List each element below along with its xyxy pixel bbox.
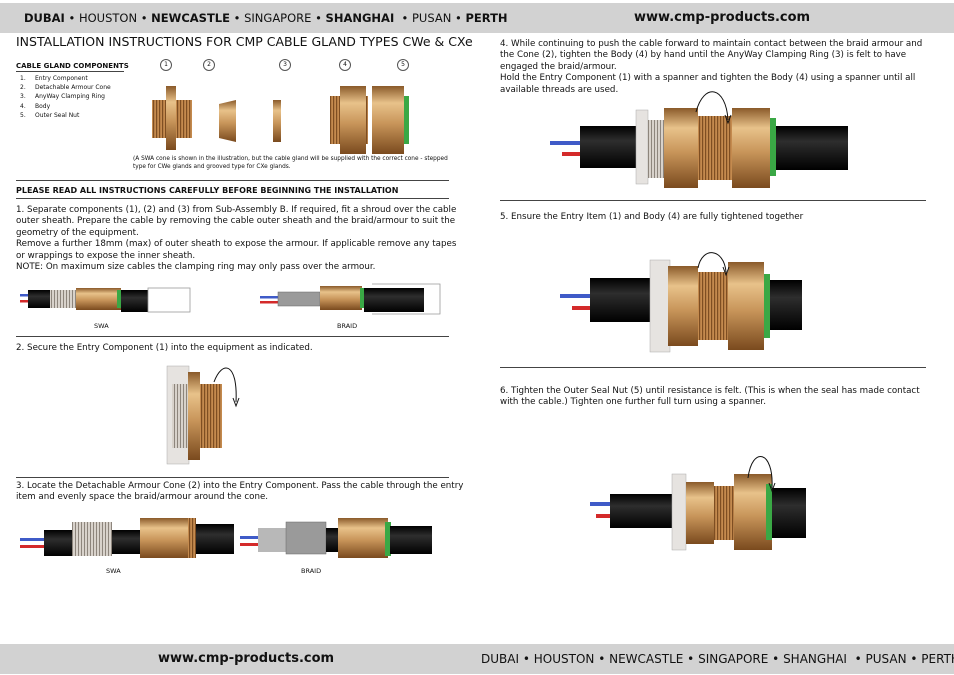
step-2-text: 2. Secure the Entry Component (1) into t… — [16, 343, 313, 353]
component-note: (A SWA cone is shown in the illustration… — [133, 156, 448, 170]
section-rule — [16, 477, 449, 478]
header-bar — [0, 3, 954, 33]
caption-swa: SWA — [106, 567, 121, 575]
footer-url-link[interactable]: www.cmp-products.com — [158, 651, 335, 666]
section-rule — [16, 336, 449, 337]
step-3-text: 3. Locate the Detachable Armour Cone (2)… — [16, 481, 464, 503]
caption-braid: BRAID — [301, 567, 322, 575]
footer-bar — [0, 644, 954, 674]
clamping-ring-shape — [273, 100, 281, 142]
warning-text: PLEASE READ ALL INSTRUCTIONS CAREFULLY B… — [16, 186, 399, 195]
rotation-arrow-icon — [697, 252, 727, 273]
list-item: 1.Entry Component — [20, 75, 88, 82]
list-item: 5.Outer Seal Nut — [20, 111, 80, 119]
rotation-arrow-icon — [213, 367, 237, 403]
list-item: 4.Body — [20, 102, 51, 110]
armour-cone-shape — [219, 100, 236, 142]
list-item: 3.AnyWay Clamping Ring — [20, 93, 105, 101]
component-marker-5: 5 — [397, 59, 409, 71]
components-heading: CABLE GLAND COMPONENTS — [16, 62, 129, 70]
header-url-link[interactable]: www.cmp-products.com — [634, 10, 811, 25]
entry-component-shape — [152, 100, 166, 138]
component-marker-1: 1 — [160, 59, 172, 71]
step-1-text: 1. Separate components (1), (2) and (3) … — [16, 205, 457, 273]
component-marker-3: 3 — [279, 59, 291, 71]
step-5-text: 5. Ensure the Entry Item (1) and Body (4… — [500, 212, 804, 222]
footer-cities: DUBAI • HOUSTON • NEWCASTLE • SINGAPORE … — [481, 652, 954, 666]
rotation-arrow-icon — [747, 456, 773, 489]
section-rule — [16, 198, 449, 199]
section-rule — [16, 180, 449, 181]
section-rule — [500, 200, 926, 201]
components-list: 1.Entry Component 2.Detachable Armour Co… — [20, 74, 111, 120]
page-title: INSTALLATION INSTRUCTIONS FOR CMP CABLE … — [16, 34, 473, 49]
outer-seal-nut-shape — [372, 86, 404, 154]
rotation-arrow-icon — [695, 91, 729, 121]
section-rule — [500, 367, 926, 368]
list-item: 2.Detachable Armour Cone — [20, 84, 111, 92]
caption-swa: SWA — [94, 322, 109, 330]
step-6-text: 6. Tighten the Outer Seal Nut (5) until … — [500, 386, 920, 408]
step-4-text: 4. While continuing to push the cable fo… — [500, 39, 923, 95]
component-marker-2: 2 — [203, 59, 215, 71]
caption-braid: BRAID — [337, 322, 358, 330]
components-rule — [16, 71, 124, 72]
component-marker-4: 4 — [339, 59, 351, 71]
header-cities: DUBAI • HOUSTON • NEWCASTLE • SINGAPORE … — [24, 11, 508, 25]
